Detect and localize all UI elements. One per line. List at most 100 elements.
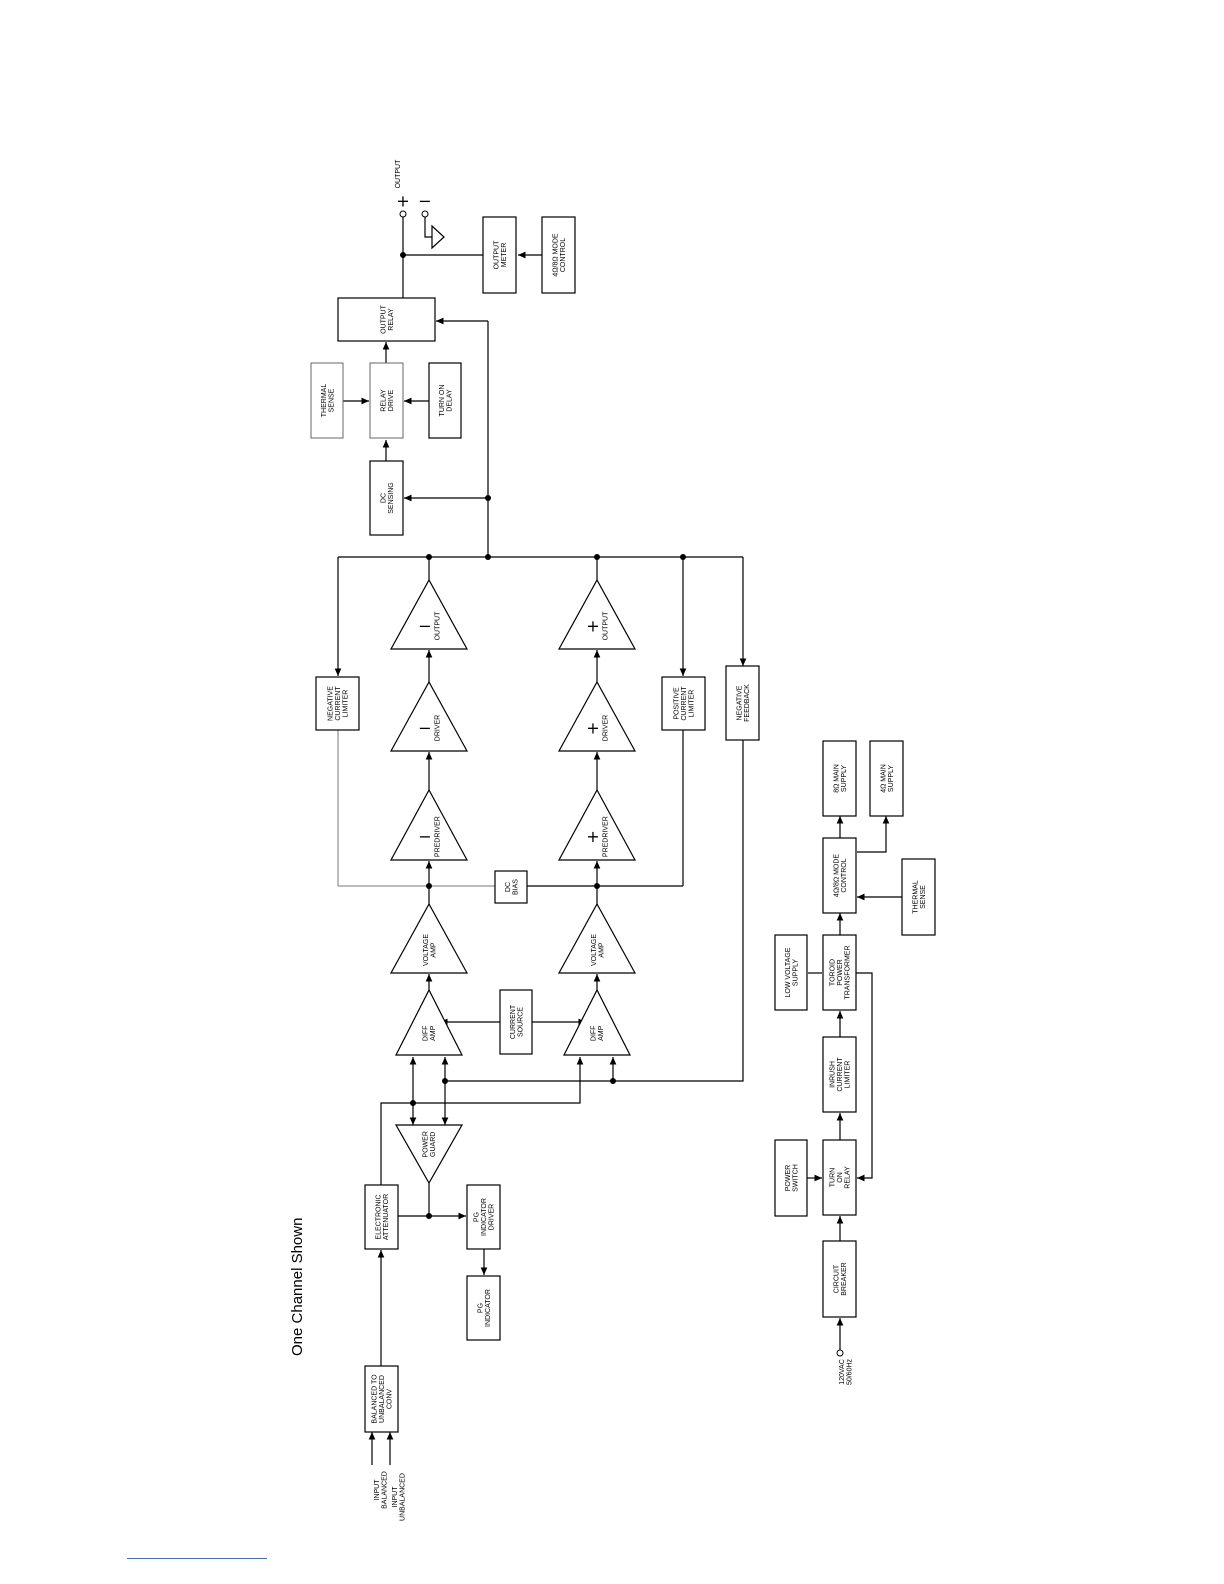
wire-toroid-turnon-feedback (856, 972, 873, 1182)
balanced-conv-block: BALANCED TOUNBALANCEDCONV (364, 1365, 399, 1433)
toroid-transformer-block: TOROIDPOWERTRANSFORMER (822, 934, 857, 1011)
output-relay-block: OUTPUTRELAY (337, 297, 436, 342)
junction-dot (400, 252, 406, 258)
main-supply-4-label: 4Ω MAINSUPPLY (880, 764, 895, 793)
output-pos-triangle: OUTPUT + (557, 578, 637, 650)
diff-amp-neg-triangle: DIFFAMP (395, 988, 463, 1056)
blocks: BALANCED TOUNBALANCEDCONV ELECTRONICATTE… (310, 216, 936, 1433)
signal-wires (334, 217, 747, 1465)
junction-dot (485, 554, 491, 560)
negative-current-limiter-label: NEGATIVECURRENTLIMITER (328, 686, 350, 721)
output-plus-sign: + (396, 192, 409, 211)
voltage-amp-pos-label: VOLTAGEAMP (591, 934, 606, 966)
input-balanced-label: INPUTBALANCED (374, 1471, 389, 1509)
mode-control-top-label: 4Ω/8Ω MODECONTROL (552, 233, 567, 276)
junction-dot (426, 554, 432, 560)
pg-indicator-driver-block: PGINDICATORDRIVER (466, 1184, 501, 1250)
caption: One Channel Shown (289, 1218, 306, 1356)
output-neg-label: OUTPUT (435, 611, 442, 641)
low-voltage-supply-block: LOW VOLTAGESUPPLY (774, 934, 808, 1011)
power-switch-block: POWERSWITCH (774, 1139, 808, 1217)
thermal-sense-bottom-block: THERMALSENSE (901, 858, 936, 936)
driver-pos-sign: + (586, 719, 599, 738)
voltage-amp-neg-triangle: VOLTAGEAMP (389, 902, 469, 974)
driver-neg-label: DRIVER (435, 715, 442, 741)
output-neg-triangle: OUTPUT− (389, 578, 469, 650)
circuit-breaker-label: CIRCUITBREAKER (833, 1262, 848, 1295)
turn-on-relay-block: TURNONRELAY (822, 1139, 857, 1216)
low-voltage-supply-label: LOW VOLTAGESUPPLY (785, 947, 800, 997)
turn-on-delay-label: TURN ONDELAY (439, 385, 454, 417)
junction-dot (426, 883, 432, 889)
power-guard-triangle: POWERGUARD (394, 1124, 464, 1185)
voltage-amp-neg-label: VOLTAGEAMP (423, 934, 438, 966)
pg-indicator-block: PGINDICATOR (466, 1275, 501, 1341)
circuit-breaker-block: CIRCUITBREAKER (822, 1240, 857, 1318)
junction-dots (400, 252, 686, 1219)
positive-current-limiter-label: POSITIVECURRENTLIMITER (674, 686, 696, 721)
driver-neg-sign: − (418, 719, 431, 738)
output-meter-label: OUTPUTMETER (493, 240, 508, 270)
amplifier-stages: POWERGUARD DIFFAMP DIFFAMP VOLTAGEAMP VO… (389, 578, 637, 1185)
junction-dot (594, 554, 600, 560)
thermal-sense-top-block: THERMALSENSE (310, 362, 344, 439)
electronic-attenuator-label: ELECTRONICATTENUATOR (375, 1194, 390, 1240)
dc-bias-label: DCBIAS (505, 879, 520, 895)
power-guard-label: POWERGUARD (423, 1131, 438, 1157)
balanced-conv-label: BALANCED TOUNBALANCEDCONV (372, 1374, 394, 1424)
predriver-neg-sign: − (418, 827, 431, 846)
output-pos-sign: + (586, 617, 599, 636)
driver-pos-label: DRIVER (603, 715, 610, 741)
junction-dot (426, 1213, 432, 1219)
junction-dot (610, 1078, 616, 1084)
diff-amp-pos-triangle: DIFFAMP (563, 988, 631, 1056)
output-minus-sign: − (418, 192, 431, 211)
inrush-limiter-block: INRUSHCURRENTLIMITER (822, 1036, 857, 1113)
wire-feedback-bus (445, 740, 744, 1082)
output-meter-block: OUTPUTMETER (482, 216, 517, 294)
output-relay-label: OUTPUTRELAY (380, 304, 395, 334)
mode-control-bottom-label: 4Ω/8Ω MODECONTROL (833, 854, 848, 897)
mains-terminal (836, 1349, 844, 1357)
current-source-block: CURRENTSOURCE (499, 989, 533, 1055)
main-supply-4-block: 4Ω MAINSUPPLY (869, 740, 904, 817)
wire-attenuator-diffamp-pos (380, 1057, 584, 1185)
dc-sensing-block: DCSENSING (369, 460, 404, 536)
ground-symbol (431, 224, 445, 250)
output-neg-sign: − (418, 617, 431, 636)
junction-dot (680, 554, 686, 560)
predriver-pos-triangle: PREDRIVER + (557, 788, 637, 861)
junction-dot (594, 883, 600, 889)
footer-rule (127, 1558, 267, 1559)
driver-neg-triangle: DRIVER− (389, 680, 469, 752)
negative-feedback-block: NEGATIVEFEEDBACK (725, 665, 760, 741)
output-minus-terminal (421, 210, 429, 218)
predriver-neg-triangle: PREDRIVER− (389, 788, 469, 861)
output-pos-label: OUTPUT (603, 611, 610, 641)
electronic-attenuator-block: ELECTRONICATTENUATOR (364, 1184, 399, 1250)
relay-drive-label: RELAYDRIVE (380, 389, 395, 412)
wire-modecontrol-4ohm (857, 816, 890, 853)
mode-control-bottom-block: 4Ω/8Ω MODECONTROL (822, 837, 857, 914)
wire-minus-ground (424, 217, 432, 238)
dc-sensing-label: DCSENSING (380, 482, 395, 514)
predriver-pos-sign: + (586, 827, 599, 846)
pg-indicator-label: PGINDICATOR (477, 1289, 492, 1327)
input-unbalanced-label: INPUTUNBALANCED (392, 1473, 407, 1521)
negative-feedback-label: NEGATIVEFEEDBACK (736, 684, 751, 722)
predriver-pos-label: PREDRIVER (603, 816, 610, 857)
relay-drive-block: RELAYDRIVE (369, 362, 404, 439)
output-plus-terminal (399, 210, 407, 218)
turn-on-delay-block: TURN ONDELAY (428, 362, 462, 439)
junction-dot (485, 495, 491, 501)
voltage-amp-pos-triangle: VOLTAGEAMP (557, 902, 637, 974)
power-switch-label: POWERSWITCH (785, 1164, 800, 1192)
terminals: + − OUTPUT (395, 159, 844, 1357)
inrush-limiter-label: INRUSHCURRENTLIMITER (830, 1057, 852, 1092)
diff-amp-pos-label: DIFFAMP (591, 1025, 606, 1041)
mode-control-top-block: 4Ω/8Ω MODECONTROL (541, 216, 576, 294)
thermal-sense-bottom-label: THERMALSENSE (912, 880, 927, 914)
predriver-neg-label: PREDRIVER (435, 816, 442, 857)
output-label: OUTPUT (395, 159, 402, 189)
